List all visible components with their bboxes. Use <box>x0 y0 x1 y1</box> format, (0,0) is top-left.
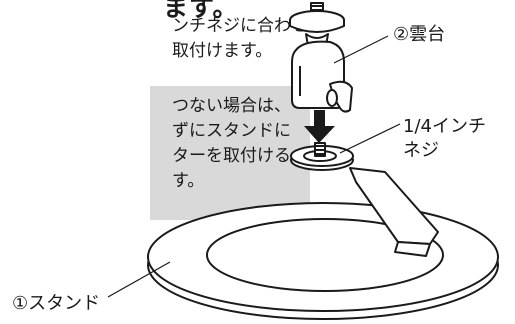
instruction-text: ンチネジに合わせて 取付けます。 <box>172 14 325 64</box>
stand-arm-foot <box>394 241 431 257</box>
leader-stand <box>107 261 171 298</box>
note-line-2: ずにスタンドに <box>172 121 291 141</box>
heading-fragment: ます。 <box>163 0 239 22</box>
note-box <box>150 86 310 220</box>
note-line-4: す。 <box>172 171 205 191</box>
note-text: つない場合は、 ずにスタンドに ターを取付ける す。 <box>172 94 291 194</box>
stand-arm <box>290 142 439 257</box>
leader-screw <box>339 123 401 154</box>
pan-head-disc-edge <box>289 20 345 33</box>
stand-ring <box>147 202 499 320</box>
pan-head-label: ②雲台 <box>393 24 446 45</box>
pan-head <box>289 2 353 113</box>
stand-label: ①スタンド <box>12 293 101 314</box>
screw-thread <box>315 145 325 155</box>
stand-ring-inner <box>206 218 444 292</box>
leader-lines <box>107 35 401 298</box>
instruction-line-1: ンチネジに合わせて <box>172 16 325 36</box>
screw-label-line-2: ネジ <box>403 140 439 161</box>
note-line-3: ターを取付ける <box>172 146 291 166</box>
screw-label-line-1: 1/4インチ <box>403 116 486 137</box>
pan-head-knob-cap <box>326 89 338 107</box>
leader-pan-head <box>333 35 389 64</box>
pan-head-lock-knob <box>329 80 353 113</box>
down-arrow-icon <box>304 110 335 143</box>
instruction-line-2: 取付けます。 <box>172 41 273 61</box>
note-line-1: つない場合は、 <box>172 96 291 116</box>
